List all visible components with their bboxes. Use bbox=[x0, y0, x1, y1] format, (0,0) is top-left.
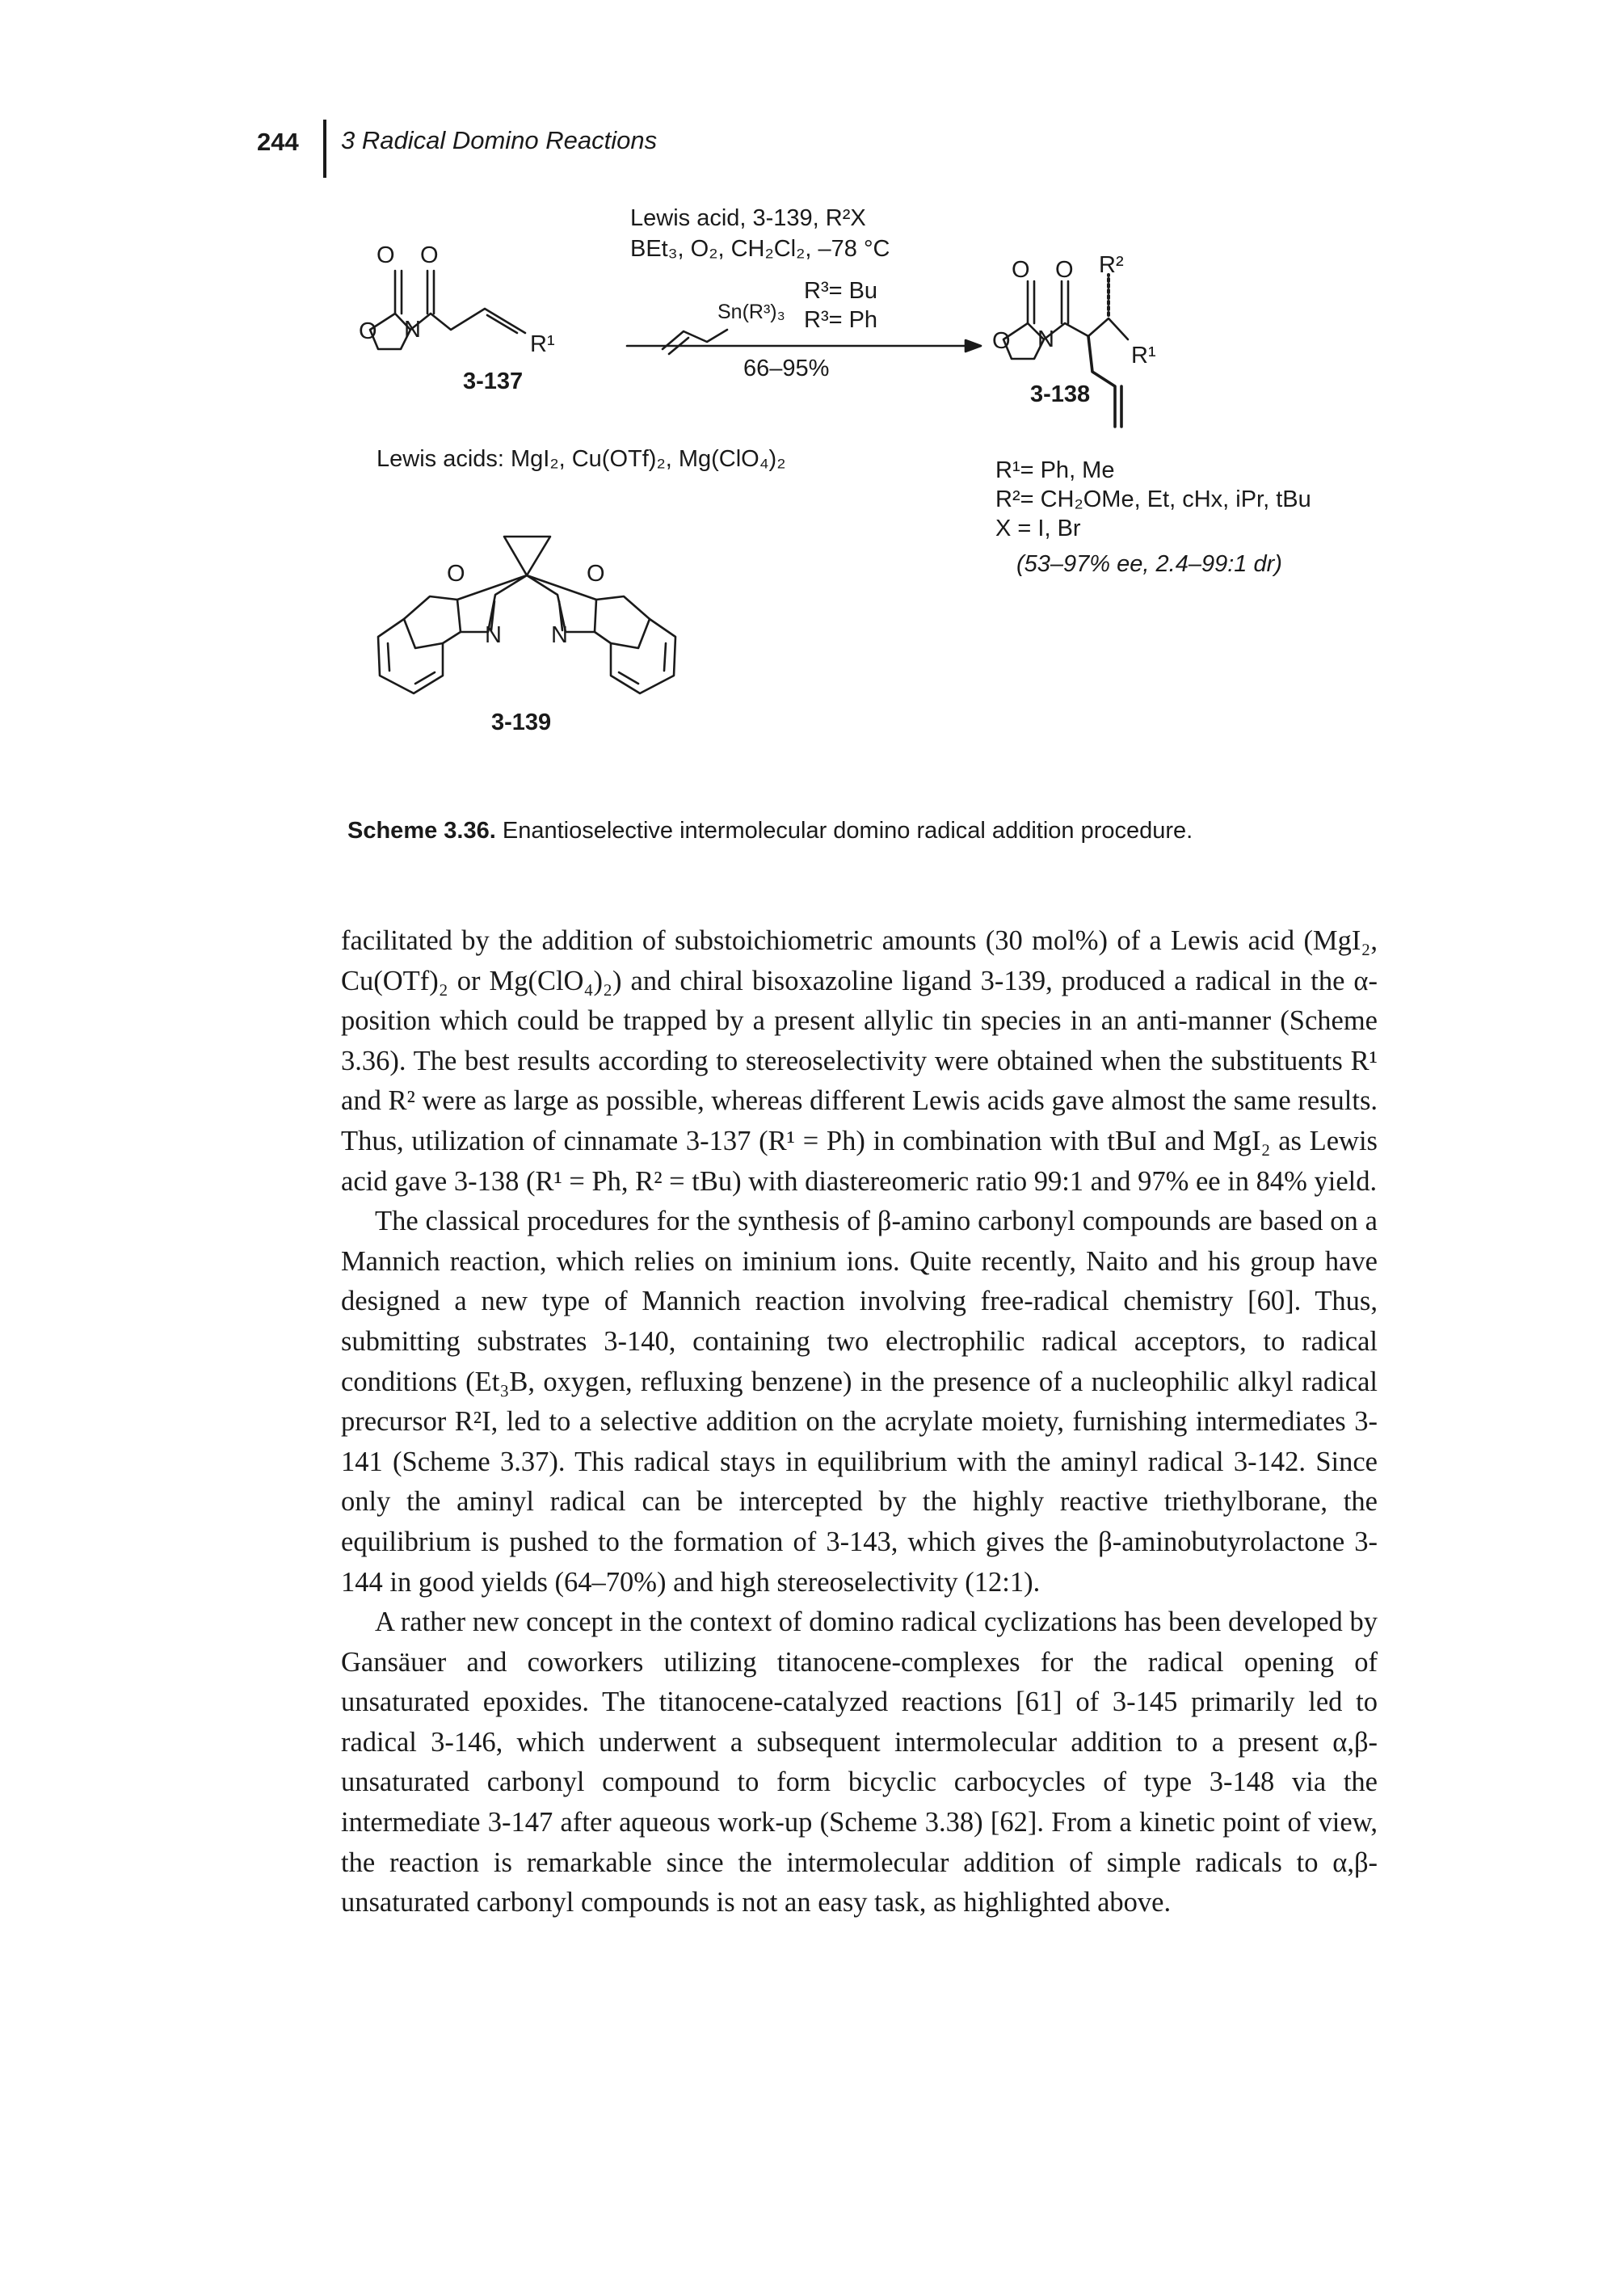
scheme-structures bbox=[368, 269, 1130, 695]
substrate-atom-r1: R¹ bbox=[530, 331, 555, 357]
ligand-right-benzene bbox=[609, 617, 677, 695]
conditions-line-1: Lewis acid, 3-139, R²X bbox=[630, 205, 866, 231]
ligand-cyclopropane bbox=[503, 535, 552, 577]
selectivity-note: (53–97% ee, 2.4–99:1 dr) bbox=[1016, 551, 1282, 577]
ligand-left-cn bbox=[490, 600, 496, 632]
scheme-caption: Scheme 3.36. Enantioselective intermolec… bbox=[347, 818, 1193, 844]
product-atom-r2: R² bbox=[1099, 252, 1124, 278]
product-atom-o2: O bbox=[1055, 257, 1074, 283]
product-label: 3-138 bbox=[1030, 381, 1091, 407]
ligand-right-oxazoline bbox=[525, 574, 598, 634]
ligand-label: 3-139 bbox=[491, 710, 552, 735]
yield-label: 66–95% bbox=[743, 356, 830, 381]
reaction-scheme: O O O N R¹ 3-137 Lewis acid, 3-139, R²X … bbox=[0, 0, 1624, 808]
substrate-atom-o2: O bbox=[420, 242, 439, 268]
reaction-arrow-head bbox=[964, 339, 982, 353]
substrate-atom-o3: O bbox=[359, 318, 377, 344]
substrate-carbonyl-2 bbox=[426, 269, 435, 315]
substrate-ring bbox=[368, 312, 412, 351]
ligand-right-indane bbox=[593, 595, 651, 650]
caption-label: Scheme 3.36. bbox=[347, 818, 496, 844]
substrate-alkene-inner bbox=[486, 314, 519, 335]
ligand-atom-n-left: N bbox=[485, 622, 502, 648]
product-carbonyl-1 bbox=[1026, 280, 1036, 325]
substrate-atom-o1: O bbox=[377, 242, 395, 268]
ligand-left-indane bbox=[402, 595, 462, 650]
ligand-atom-o-left: O bbox=[447, 561, 465, 587]
product-atom-r1: R¹ bbox=[1131, 343, 1156, 368]
ligand-left-benzene-inner bbox=[386, 642, 436, 685]
substrate-label: 3-137 bbox=[463, 368, 524, 394]
r1-definition: R¹= Ph, Me bbox=[995, 457, 1115, 483]
product-ring bbox=[1002, 322, 1046, 360]
body-text: facilitated by the addition of substoich… bbox=[341, 921, 1378, 1923]
substrate-atom-n: N bbox=[404, 317, 421, 343]
ligand-left-oxazoline bbox=[456, 574, 528, 634]
ligand-left-benzene bbox=[377, 617, 444, 695]
r3-bu-label: R³= Bu bbox=[804, 278, 878, 304]
running-title: 3 Radical Domino Reactions bbox=[341, 126, 658, 154]
paragraph-2: The classical procedures for the synthes… bbox=[341, 1206, 1378, 1598]
conditions-line-2: BEt₃, O₂, CH₂Cl₂, –78 °C bbox=[630, 236, 890, 262]
paragraph-3: A rather new concept in the context of d… bbox=[341, 1607, 1378, 1918]
ligand-right-cn bbox=[557, 600, 564, 632]
product-atom-o1: O bbox=[1012, 257, 1030, 283]
header-rule bbox=[323, 120, 326, 178]
allyl-tin bbox=[661, 328, 729, 351]
product-chain bbox=[1042, 317, 1130, 341]
substrate-carbonyl-1 bbox=[393, 269, 403, 315]
ligand-atom-o-right: O bbox=[587, 561, 605, 587]
lewis-acids-list: Lewis acids: MgI₂, Cu(OTf)₂, Mg(ClO₄)₂ bbox=[377, 446, 786, 472]
product-carbonyl-2 bbox=[1060, 280, 1070, 325]
paragraph-1: facilitated by the addition of substoich… bbox=[341, 925, 1378, 1197]
x-definition: X = I, Br bbox=[995, 516, 1081, 541]
product-atom-o3: O bbox=[992, 328, 1011, 354]
ligand-right-benzene-inner bbox=[617, 642, 667, 685]
caption-text: Enantioselective intermolecular domino r… bbox=[495, 818, 1193, 844]
ligand-atom-n-right: N bbox=[551, 622, 568, 648]
r3-ph-label: R³= Ph bbox=[804, 307, 878, 333]
substrate-chain bbox=[409, 307, 527, 335]
r2-definition: R²= CH₂OMe, Et, cHx, iPr, tBu bbox=[995, 486, 1311, 512]
product-atom-n: N bbox=[1037, 326, 1054, 352]
product-allyl bbox=[1087, 335, 1123, 428]
page-number: 244 bbox=[257, 128, 299, 156]
allyl-tin-label: Sn(R³)₃ bbox=[717, 301, 785, 323]
